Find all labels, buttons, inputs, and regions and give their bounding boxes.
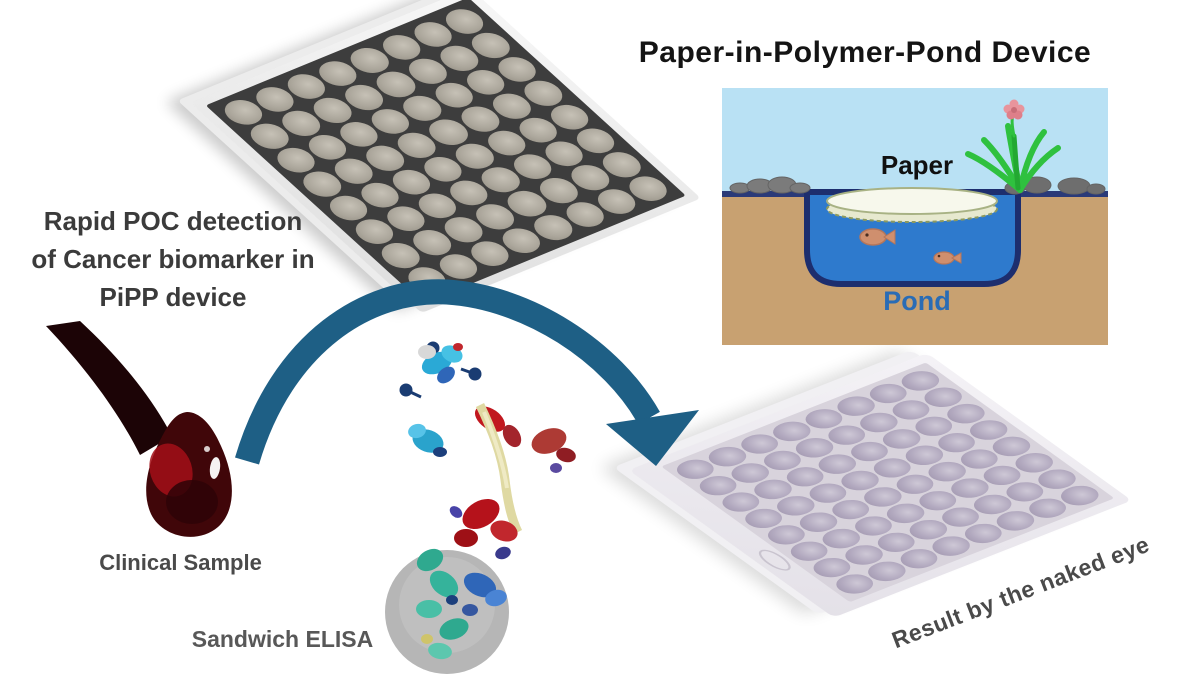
blood-drop-icon (46, 321, 232, 537)
capture-bead (385, 550, 509, 674)
clinical-sample-label: Clinical Sample (99, 550, 262, 575)
pond-scene-icon (722, 88, 1108, 345)
pond-label: Pond (883, 286, 951, 316)
grass-icon (965, 109, 1061, 193)
flower-icon (1003, 99, 1025, 120)
fish-icon (859, 228, 962, 265)
paper-label: Paper (880, 150, 954, 180)
sandwich-elisa-label: Sandwich ELISA (191, 626, 374, 652)
headline-line-3: PiPP device (99, 282, 247, 312)
headline-line-1: Rapid POC detection (43, 206, 303, 236)
paper-disc (826, 187, 998, 223)
headline-line-2: of Cancer biomarker in (31, 244, 315, 274)
pond-device-title: Paper-in-Polymer-Pond Device (638, 36, 1092, 69)
result-well-plate-surface (661, 362, 1115, 603)
antibody-complex-icon (385, 341, 576, 674)
flow-arrow-icon (235, 279, 699, 466)
headline: Rapid POC detection of Cancer biomarker … (8, 202, 338, 316)
pond-cartoon-panel: Paper Pond (722, 88, 1108, 345)
